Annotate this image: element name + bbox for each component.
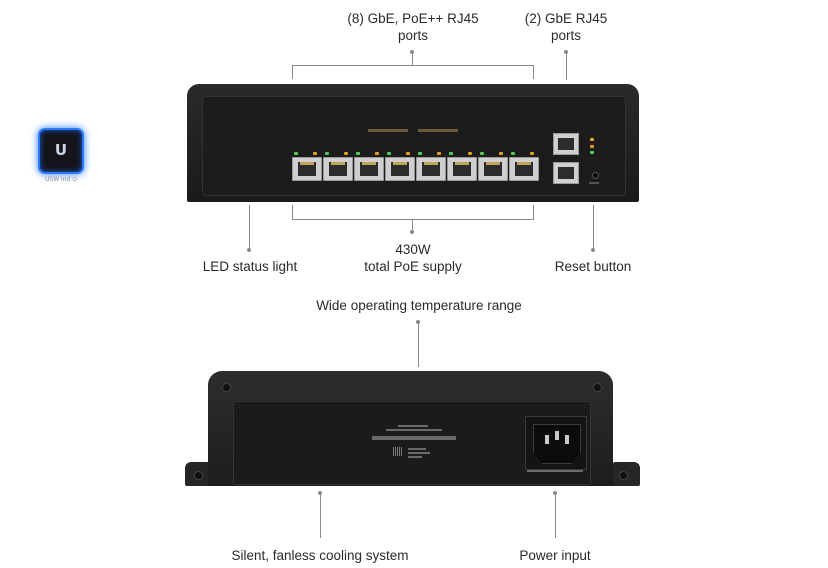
reg-text-line — [386, 429, 442, 431]
poe-supply-bracket-stem — [412, 219, 413, 231]
panel-screw-top-left — [222, 383, 231, 392]
cooling-callout: Silent, fanless cooling system — [231, 548, 409, 563]
led-pointer-dot — [247, 248, 251, 252]
poe-port-2 — [323, 157, 353, 181]
reg-text-line — [408, 452, 430, 454]
poe-port-7 — [478, 157, 508, 181]
port-led — [356, 152, 360, 155]
reset-button — [592, 172, 599, 179]
gbe-port-led — [590, 151, 594, 154]
port-led — [511, 152, 515, 155]
port-led — [325, 152, 329, 155]
port-led — [406, 152, 410, 155]
port-led — [418, 152, 422, 155]
port-led — [499, 152, 503, 155]
power-pin — [545, 435, 549, 444]
poe-supply-bracket-dot — [410, 230, 414, 234]
led-callout: LED status light — [202, 259, 298, 274]
reset-print — [589, 182, 599, 184]
panel-screw-top-right — [593, 383, 602, 392]
poe-ports-callout: (8) GbE, PoE++ RJ45 ports — [333, 10, 493, 44]
poe-ports-bracket-top-stem — [412, 52, 413, 65]
port-led — [449, 152, 453, 155]
poe-ports-bracket-top — [292, 65, 534, 66]
cooling-pointer — [320, 493, 321, 538]
reset-pointer — [593, 205, 594, 249]
poe-ports-callout-line2: ports — [397, 28, 428, 43]
port-led — [530, 152, 534, 155]
reset-pointer-dot — [591, 248, 595, 252]
port-led — [313, 152, 317, 155]
power-pin — [555, 431, 559, 440]
mount-screw-right — [619, 471, 628, 480]
power-inlet — [533, 424, 581, 464]
gbe-port-1 — [553, 133, 579, 155]
gbe-port-led — [590, 145, 594, 148]
gbe-port-led — [590, 138, 594, 141]
port-group-print-1 — [368, 129, 408, 132]
port-group-print-2 — [418, 129, 458, 132]
port-led — [480, 152, 484, 155]
poe-supply-bracket-right — [533, 205, 534, 219]
port-led — [294, 152, 298, 155]
reg-text-line — [408, 448, 426, 450]
reg-text-line — [372, 436, 456, 440]
poe-port-4 — [385, 157, 415, 181]
poe-port-3 — [354, 157, 384, 181]
port-led — [468, 152, 472, 155]
gbe-ports-pointer — [566, 52, 567, 80]
mount-screw-left — [194, 471, 203, 480]
temperature-pointer — [418, 322, 419, 367]
reg-text-line — [408, 456, 422, 458]
model-tag: USW Ind ⏻ — [45, 176, 78, 183]
gbe-ports-callout-line2: ports — [550, 28, 581, 43]
led-pointer — [249, 205, 250, 249]
poe-supply-callout-line1: 430W — [395, 242, 431, 257]
poe-ports-bracket-top-dot — [410, 50, 414, 54]
port-led — [387, 152, 391, 155]
led-status-light: U — [38, 128, 84, 174]
poe-port-1 — [292, 157, 322, 181]
gbe-ports-callout: (2) GbE RJ45 ports — [515, 10, 617, 44]
gbe-ports-callout-line1: (2) GbE RJ45 — [524, 11, 608, 26]
power-callout: Power input — [519, 548, 591, 563]
poe-ports-callout-line1: (8) GbE, PoE++ RJ45 — [347, 11, 479, 26]
poe-supply-callout-line2: total PoE supply — [364, 259, 462, 274]
qr-code-icon — [393, 447, 402, 456]
poe-port-8 — [509, 157, 539, 181]
power-rating-print — [527, 470, 583, 472]
poe-supply-callout: 430W total PoE supply — [333, 241, 493, 275]
poe-ports-bracket-top-right — [533, 65, 534, 79]
power-pointer — [555, 493, 556, 538]
port-led — [375, 152, 379, 155]
poe-port-6 — [447, 157, 477, 181]
ubiquiti-logo-icon: U — [54, 141, 68, 160]
port-led — [437, 152, 441, 155]
port-led — [344, 152, 348, 155]
poe-port-5 — [416, 157, 446, 181]
reg-text-line — [398, 425, 428, 427]
poe-supply-bracket — [292, 219, 534, 220]
gbe-port-2 — [553, 162, 579, 184]
temperature-callout: Wide operating temperature range — [316, 298, 522, 313]
reset-callout: Reset button — [554, 259, 632, 274]
poe-ports-bracket-top-left — [292, 65, 293, 79]
poe-supply-bracket-left — [292, 205, 293, 219]
power-pin — [565, 435, 569, 444]
